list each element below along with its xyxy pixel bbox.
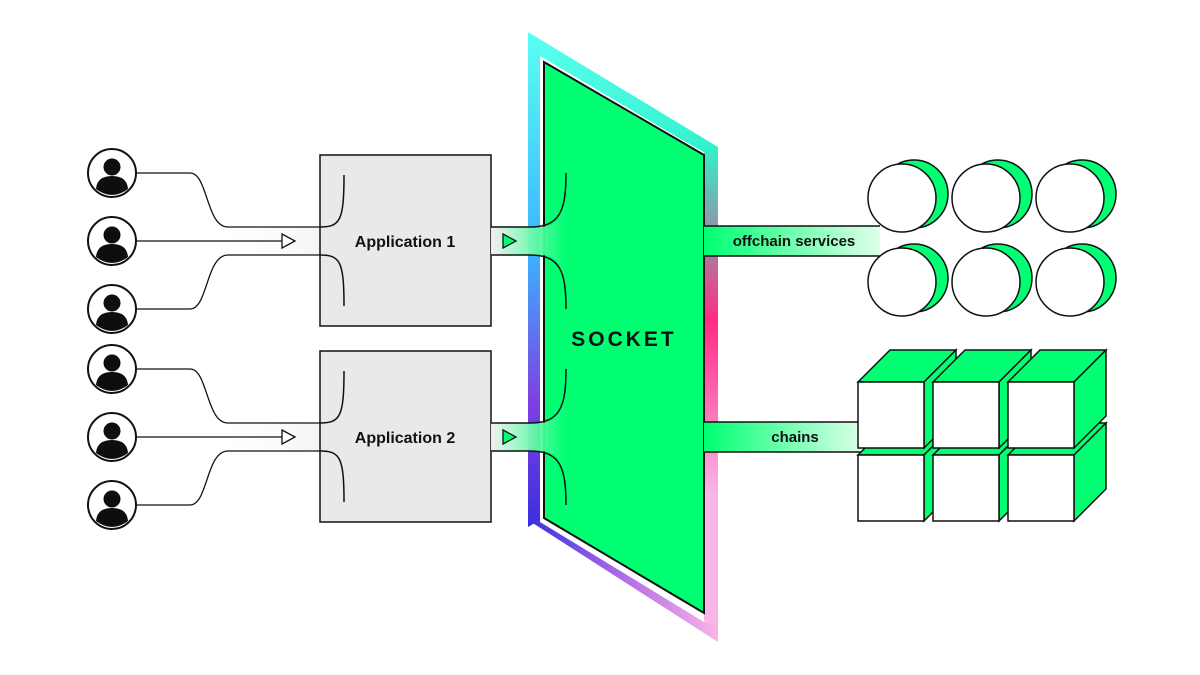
user-icon <box>87 216 137 266</box>
application-label-2: Application 2 <box>355 430 456 447</box>
user-icon <box>87 344 137 394</box>
user-icon <box>87 412 137 462</box>
green-circle-icon <box>951 243 1033 317</box>
socket-rim-bottom <box>528 520 718 642</box>
arrow-head-icon <box>502 428 518 446</box>
arrow-head-icon <box>281 428 297 446</box>
green-circle-icon <box>867 159 949 233</box>
chains-grid <box>856 348 1108 523</box>
green-circle-icon <box>1035 243 1117 317</box>
chains-band: chains <box>704 421 864 453</box>
socket-rim-right <box>704 147 718 642</box>
application-box-1[interactable] <box>319 154 492 327</box>
socket-portal <box>528 32 718 642</box>
green-cube-icon <box>1006 348 1108 450</box>
chains-label: chains <box>771 429 819 446</box>
application-label-1: Application 1 <box>355 234 456 251</box>
green-circle-icon <box>951 159 1033 233</box>
arrow-head-icon <box>281 232 297 250</box>
socket-rim-left <box>528 32 540 527</box>
application-box-2[interactable] <box>319 350 492 523</box>
user-icon <box>87 284 137 334</box>
application-group-1: Application 1 <box>87 148 492 334</box>
application-outflow-1 <box>491 172 567 310</box>
application-outflow-2 <box>491 368 567 506</box>
application-group-2: Application 2 <box>87 344 492 530</box>
socket-panel <box>543 60 705 615</box>
user-icon <box>87 480 137 530</box>
green-circle-icon <box>867 243 949 317</box>
offchain-services-band: offchain services <box>704 225 880 257</box>
offchain-services-label: offchain services <box>733 233 856 250</box>
offchain-services-grid <box>867 159 1117 317</box>
green-circle-icon <box>1035 159 1117 233</box>
socket-label: SOCKET <box>571 328 677 351</box>
arrow-head-icon <box>502 232 518 250</box>
user-icon <box>87 148 137 198</box>
socket-rim-top <box>528 32 718 160</box>
